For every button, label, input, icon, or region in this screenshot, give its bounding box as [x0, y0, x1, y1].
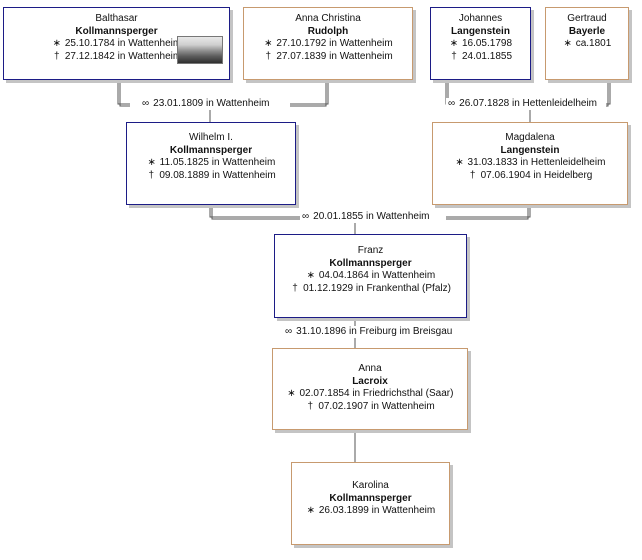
birth-date: 04.04.1864 in Wattenheim	[318, 270, 436, 281]
marriage-label-2: ∞26.07.1828 in Hettenleidelheim	[446, 98, 600, 110]
marriage-label-1: ∞23.01.1809 in Wattenheim	[140, 98, 272, 110]
person-card-franz[interactable]: Franz Kollmannsperger ∗04.04.1864 in Wat…	[274, 234, 467, 318]
birth-line: ∗16.05.1798	[431, 38, 530, 51]
death-line: † 09.08.1889 in Wattenheim	[127, 170, 295, 183]
birth-icon: ∗	[563, 38, 572, 49]
birth-date: ca.1801	[575, 38, 612, 49]
death-line: † 27.07.1839 in Wattenheim	[244, 51, 412, 64]
birth-line: ∗27.10.1792 in Wattenheim	[244, 38, 412, 51]
death-date: 09.08.1889 in Wattenheim	[159, 169, 276, 181]
death-icon: †	[451, 50, 457, 62]
person-card-anna[interactable]: Anna Lacroix ∗02.07.1854 in Friedrichsth…	[272, 348, 468, 430]
death-line: † 24.01.1855	[431, 51, 530, 64]
person-card-wilhelm[interactable]: Wilhelm I. Kollmannsperger ∗11.05.1825 i…	[126, 122, 296, 205]
death-date: 27.07.1839 in Wattenheim	[276, 50, 393, 62]
death-icon: †	[307, 400, 314, 412]
birth-icon: ∗	[306, 270, 315, 281]
birth-line: ∗26.03.1899 in Wattenheim	[292, 505, 449, 518]
person-card-balthasar[interactable]: Balthasar Kollmannsperger ∗25.10.1784 in…	[3, 7, 230, 80]
person-card-magdalena[interactable]: Magdalena Langenstein ∗31.03.1833 in Het…	[432, 122, 628, 205]
surname: Kollmannsperger	[329, 492, 412, 504]
marriage-icon: ∞	[285, 326, 293, 337]
birth-icon: ∗	[306, 505, 315, 516]
marriage-label-3: ∞20.01.1855 in Wattenheim	[300, 211, 432, 223]
birth-icon: ∗	[449, 38, 459, 49]
marriage-icon: ∞	[302, 211, 310, 222]
death-icon: †	[469, 169, 476, 181]
birth-line: ∗11.05.1825 in Wattenheim	[127, 157, 295, 170]
given-name: Johannes	[458, 13, 503, 24]
birth-icon: ∗	[264, 38, 273, 49]
given-name: Gertraud	[567, 13, 607, 24]
marriage-icon: ∞	[142, 98, 150, 109]
surname: Langenstein	[500, 144, 560, 156]
birth-icon: ∗	[455, 157, 464, 168]
marriage-date: 26.07.1828 in Hettenleidelheim	[459, 98, 598, 109]
birth-line: ∗31.03.1833 in Hettenleidelheim	[433, 157, 627, 170]
birth-line: ∗ca.1801	[546, 38, 628, 51]
death-line: † 01.12.1929 in Frankenthal (Pfalz)	[275, 283, 466, 296]
surname: Lacroix	[352, 375, 388, 387]
person-card-johannes[interactable]: Johannes Langenstein ∗16.05.1798 † 24.01.…	[430, 7, 531, 80]
birth-line: ∗04.04.1864 in Wattenheim	[275, 270, 466, 283]
birth-icon: ∗	[52, 38, 61, 49]
surname: Bayerle	[568, 25, 606, 37]
birth-date: 25.10.1784 in Wattenheim	[64, 38, 182, 49]
surname: Rudolph	[307, 25, 349, 37]
death-date: 01.12.1929 in Frankenthal (Pfalz)	[303, 282, 451, 294]
death-icon: †	[265, 50, 272, 62]
birth-date: 27.10.1792 in Wattenheim	[276, 38, 393, 49]
birth-date: 02.07.1854 in Friedrichsthal (Saar)	[299, 388, 454, 399]
birth-date: 11.05.1825 in Wattenheim	[159, 157, 276, 168]
birth-date: 16.05.1798	[461, 38, 513, 49]
given-name: Franz	[357, 245, 384, 256]
given-name: Magdalena	[505, 132, 555, 143]
birth-line: ∗02.07.1854 in Friedrichsthal (Saar)	[273, 388, 467, 401]
death-date: 07.02.1907 in Wattenheim	[318, 400, 435, 412]
given-name: Anna	[358, 363, 382, 374]
person-card-karolina[interactable]: Karolina Kollmannsperger ∗26.03.1899 in …	[291, 462, 450, 545]
birth-date: 31.03.1833 in Hettenleidelheim	[467, 157, 606, 168]
birth-icon: ∗	[147, 157, 156, 168]
person-card-gertraud[interactable]: Gertraud Bayerle ∗ca.1801	[545, 7, 629, 80]
death-date: 24.01.1855	[461, 50, 513, 62]
marriage-date: 31.10.1896 in Freiburg im Breisgau	[296, 326, 453, 337]
given-name: Anna Christina	[295, 13, 361, 24]
marriage-label-4: ∞31.10.1896 in Freiburg im Breisgau	[283, 326, 455, 338]
given-name: Karolina	[352, 480, 389, 491]
marriage-icon: ∞	[448, 98, 456, 109]
death-line: † 27.12.1842 in Wattenheim	[4, 51, 229, 64]
surname: Kollmannsperger	[329, 257, 412, 269]
given-name: Wilhelm I.	[189, 132, 233, 143]
surname: Kollmannsperger	[169, 144, 253, 156]
death-line: † 07.02.1907 in Wattenheim	[273, 401, 467, 414]
birth-line: ∗25.10.1784 in Wattenheim	[4, 38, 229, 51]
death-date: 07.06.1904 in Heidelberg	[480, 169, 593, 181]
death-line: † 07.06.1904 in Heidelberg	[433, 170, 627, 183]
marriage-date: 23.01.1809 in Wattenheim	[153, 98, 270, 109]
person-card-anna-christina[interactable]: Anna Christina Rudolph ∗27.10.1792 in Wa…	[243, 7, 413, 80]
death-icon: †	[54, 50, 60, 62]
surname: Langenstein	[451, 25, 510, 37]
birth-icon: ∗	[287, 388, 296, 399]
death-icon: †	[148, 169, 155, 181]
person-photo[interactable]	[177, 36, 223, 64]
death-date: 27.12.1842 in Wattenheim	[64, 50, 182, 62]
surname: Kollmannsperger	[75, 25, 158, 37]
marriage-date: 20.01.1855 in Wattenheim	[313, 211, 430, 222]
given-name: Balthasar	[95, 13, 138, 24]
birth-date: 26.03.1899 in Wattenheim	[318, 505, 436, 516]
death-icon: †	[292, 282, 298, 294]
